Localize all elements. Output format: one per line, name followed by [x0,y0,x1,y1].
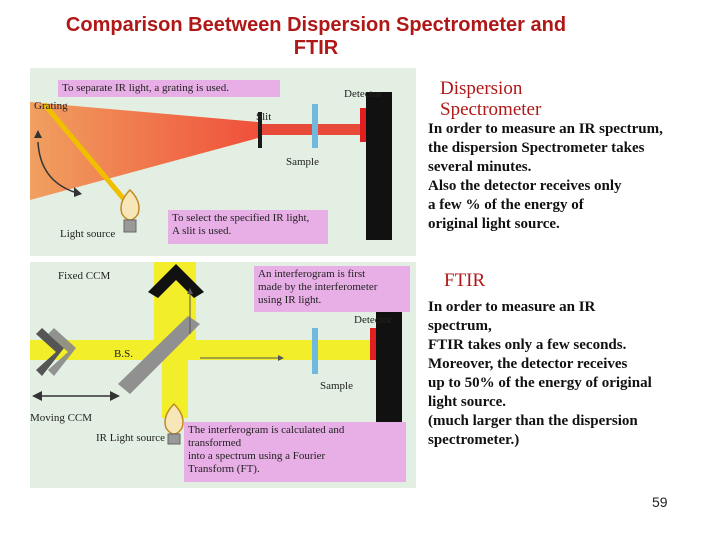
light-bulb-base [123,219,137,233]
dispersion-heading: Dispersion Spectrometer [440,78,541,120]
movement-arrow-right-head [110,391,120,401]
slit-note: To select the specified IR light, A slit… [168,210,328,244]
ftir-line-8: spectrometer.) [428,432,520,448]
ftir-detector-sensor [370,328,376,360]
beam-splitter-label: B.S. [114,348,133,360]
ir-light-source-label: IR Light source [96,432,166,444]
slide-title: Comparison Beetween Dispersion Spectrome… [0,14,632,60]
ftir-horizontal-beam [30,340,370,360]
dispersion-heading-line-2: Spectrometer [440,99,542,120]
slide-title-line-2: FTIR [293,37,339,59]
ftir-description: In order to measure an IR spectrum, FTIR… [428,298,716,450]
dispersion-sample [312,104,318,148]
beam-arrow-vertical-head [187,288,193,294]
ftir-line-4: Moreover, the detector receives [428,356,628,372]
slit [258,112,262,148]
dispersion-line-2: the dispersion Spectrometer takes [428,140,645,156]
interferogram-note-line-1: An interferogram is first [258,268,366,280]
interferogram-note: An interferogram is first made by the in… [254,266,410,312]
slide-title-line-1: Comparison Beetween Dispersion Spectrome… [65,14,567,36]
ftir-sample-label: Sample [320,380,353,392]
rotation-arrow-head-top [34,130,42,138]
dispersion-diagram: To separate IR light, a grating is used.… [30,68,416,256]
transform-note: The interferogram is calculated and tran… [184,422,406,482]
beam-splitter [118,316,200,394]
dispersion-detector-sensor [360,108,366,142]
transform-note-line-4: Transform (FT). [188,463,260,475]
ir-light-bulb-base [167,433,181,445]
source-light-ray [42,102,130,206]
dispersion-line-6: original light source. [428,216,560,232]
transform-note-line-3: into a spectrum using a Fourier [188,450,326,462]
grating-label: Grating [34,100,68,112]
dispersion-sample-label: Sample [286,156,319,168]
beam-arrow-horizontal-head [278,355,284,361]
rotation-arrow-head-bottom [74,187,82,197]
slit-label: Slit [256,111,272,123]
ftir-line-5: up to 50% of the energy of original [428,375,652,391]
fixed-ccm-label: Fixed CCM [58,270,111,282]
dispersion-description: In order to measure an IR spectrum, the … [428,120,716,234]
dispersion-line-3: several minutes. [428,159,532,175]
ftir-line-6: light source. [428,394,507,410]
dispersion-detector-label: Detector [344,88,382,100]
dispersed-light-beam [30,102,258,200]
ftir-heading: FTIR [444,270,486,291]
moving-ccm-mirror [36,328,64,376]
dispersion-detector [366,92,392,240]
grating-note: To separate IR light, a grating is used. [58,80,280,97]
interferogram-note-line-2: made by the interferometer [258,281,378,293]
page-number: 59 [652,494,668,510]
light-source-label: Light source [60,228,116,240]
rotation-arc [37,141,75,193]
transform-note-line-1: The interferogram is calculated and [188,424,345,436]
ftir-line-1: In order to measure an IR [428,299,596,315]
ftir-diagram: Fixed CCM An interferogram is first made… [30,262,416,488]
dispersion-line-1: In order to measure an IR spectrum, [428,121,663,137]
moving-ccm-mirror-ghost [48,328,76,376]
dispersion-line-4: Also the detector receives only [428,178,622,194]
dispersion-heading-line-1: Dispersion [440,78,523,99]
ftir-line-2: spectrum, [428,318,492,334]
slit-note-line-1: To select the specified IR light, [172,212,310,224]
moving-ccm-label: Moving CCM [30,412,93,424]
dispersion-line-5: a few % of the energy of [428,197,584,213]
slit-note-line-2: A slit is used. [172,225,232,237]
ftir-line-3: FTIR takes only a few seconds. [428,337,627,353]
transform-note-line-2: transformed [188,437,242,449]
movement-arrow-left-head [32,391,42,401]
ftir-sample [312,328,318,374]
ftir-detector-label: Detector [354,314,392,326]
interferogram-note-line-3: using IR light. [258,294,322,306]
ftir-line-7: (much larger than the dispersion [428,413,638,429]
